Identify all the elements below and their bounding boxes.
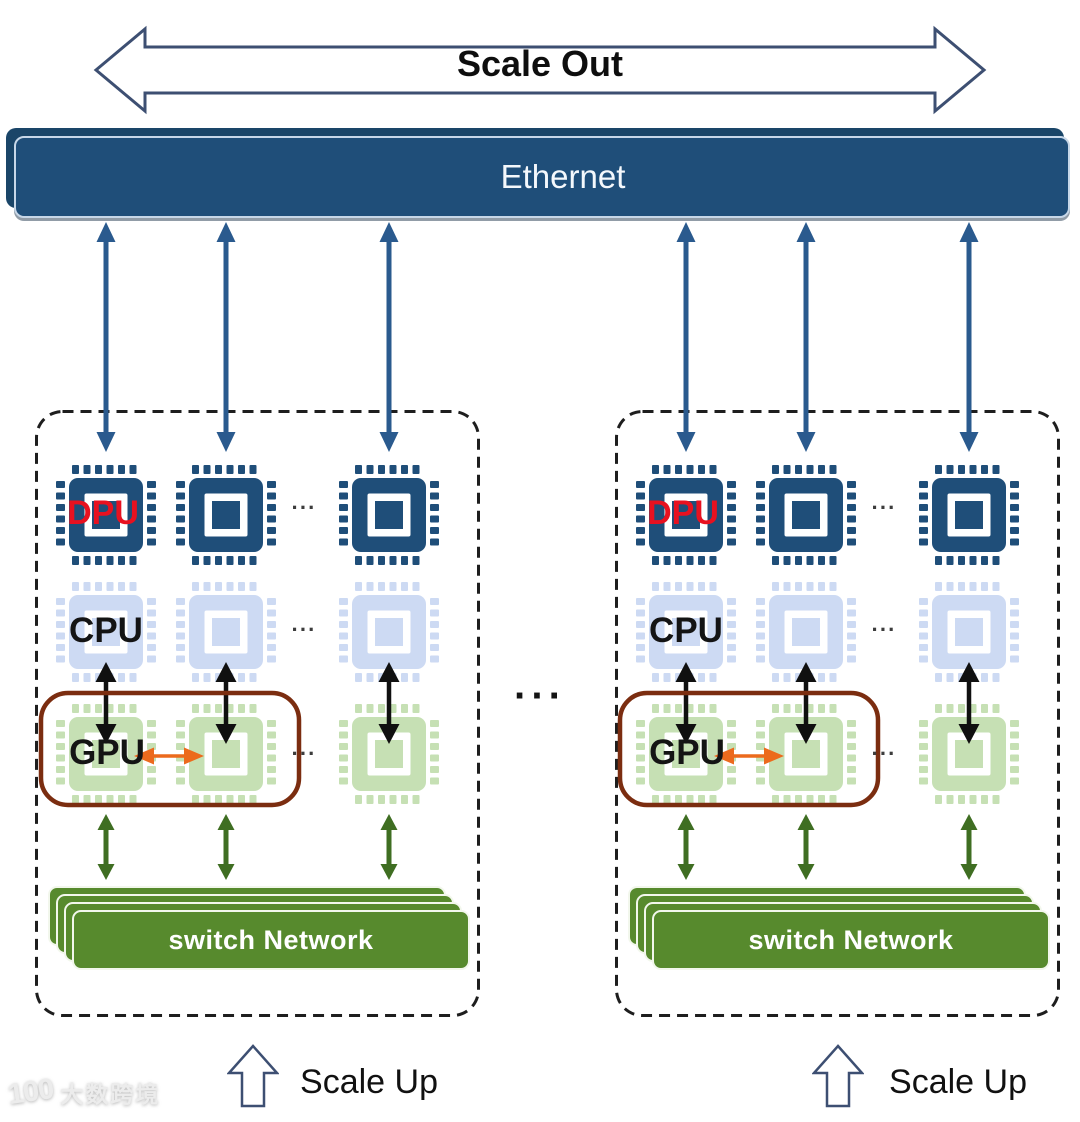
scale-out-arrow [93,25,987,115]
row-ellipsis: ··· [291,741,317,766]
gpu-switch-arrow [217,814,235,880]
row-ellipsis: ··· [871,617,897,642]
gpu-gpu-arrow [714,747,784,765]
gpu-gpu-arrow [134,747,204,765]
arrow-layer [95,222,980,880]
ethernet-link-arrow [379,222,399,452]
cpu-gpu-arrow [215,662,237,744]
gpu-label: GPU [649,733,725,772]
cpu-label: CPU [649,611,723,650]
server-node-box-right [615,410,1060,1017]
ethernet-label: Ethernet [500,158,626,195]
ethernet-bar: Ethernet [14,136,1070,218]
scale-out-label: Scale Out [456,43,624,84]
scale-out-arrow-shape [93,25,987,115]
scale-up-arrow-right [812,1044,864,1108]
gpu-highlight-box-right [617,690,881,808]
scale-up-arrow-shape [227,1044,279,1108]
switch-network-label: switch Network [168,924,374,955]
gpu-switch-arrow [97,814,115,880]
chip-icon-dpu [919,465,1019,565]
chip-icon-dpu [176,465,276,565]
gpu-highlight-box-left [38,690,302,808]
cpu-gpu-arrow [795,662,817,744]
switch-network-label: switch Network [748,924,954,955]
cpu-gpu-arrow [95,662,117,744]
cpu-gpu-arrow [378,662,400,744]
scale-up-label: Scale Up [889,1063,1027,1101]
ethernet-link-arrow [959,222,979,452]
dpu-label: DPU [647,494,719,532]
cpu-label: CPU [69,611,143,650]
gpu-label: GPU [69,733,145,772]
cpu-gpu-arrow [675,662,697,744]
scale-up-arrow-shape [812,1044,864,1108]
dpu-label: DPU [67,494,139,532]
switch-network-right: switch Network [652,910,1050,970]
cluster-ellipsis: ··· [514,674,566,718]
row-ellipsis: ··· [871,741,897,766]
cpu-gpu-arrow [958,662,980,744]
gpu-switch-arrow [960,814,978,880]
row-ellipsis: ··· [291,617,317,642]
gpu-switch-arrow [380,814,398,880]
scale-up-label: Scale Up [300,1063,438,1101]
switch-network-left: switch Network [72,910,470,970]
chip-icon-dpu [339,465,439,565]
gpu-switch-arrow [677,814,695,880]
ethernet-link-arrow [96,222,116,452]
watermark-text: 大数跨境 [60,1081,161,1107]
watermark-logo: 100 [5,1072,56,1111]
row-ellipsis: ··· [291,495,317,520]
row-ellipsis: ··· [871,495,897,520]
ethernet-link-arrow [796,222,816,452]
gpu-switch-arrow [797,814,815,880]
scale-up-arrow-left [227,1044,279,1108]
chip-icon-dpu [756,465,856,565]
ethernet-link-arrow [676,222,696,452]
server-node-box-left [35,410,480,1017]
ethernet-link-arrow [216,222,236,452]
watermark: 100 大数跨境 [5,1070,161,1114]
